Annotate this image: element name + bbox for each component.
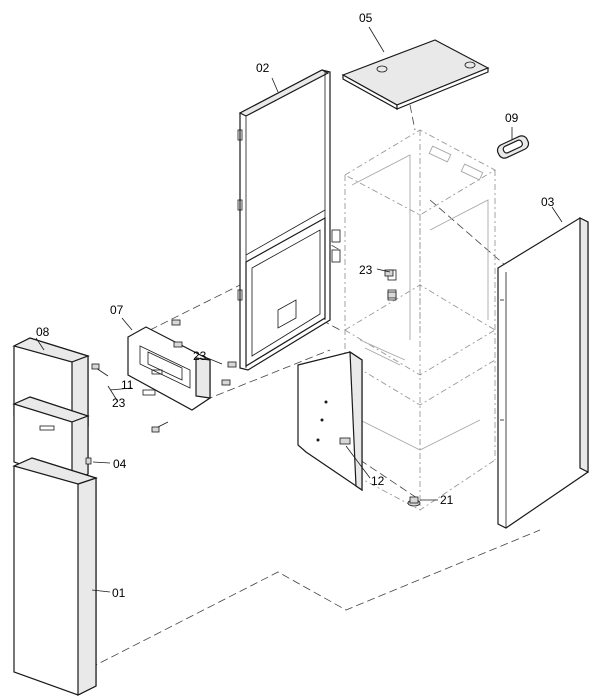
part-07-control-frame <box>127 326 211 411</box>
callout-labels: 02 05 09 03 23 07 08 23 11 23 04 12 21 0… <box>36 11 555 600</box>
logo-badge <box>39 425 55 431</box>
callout-12: 12 <box>371 474 385 488</box>
part-01-front-door <box>12 457 98 696</box>
callout-08: 08 <box>36 325 50 339</box>
callout-21: 21 <box>440 493 454 507</box>
part-12-lower-panel <box>297 350 363 492</box>
callout-07: 07 <box>110 303 124 317</box>
part-04-middle-front-panel <box>12 396 92 483</box>
callout-23-upper: 23 <box>359 263 373 277</box>
callout-04: 04 <box>113 457 127 471</box>
hole-icon <box>464 61 476 69</box>
callout-01: 01 <box>112 586 126 600</box>
callout-leaders <box>35 26 563 593</box>
part-02-rear-panel <box>237 69 331 371</box>
callout-02: 02 <box>256 61 270 75</box>
callout-09: 09 <box>505 111 519 125</box>
cabinet-frame <box>331 129 496 511</box>
callout-03: 03 <box>541 195 555 209</box>
callout-11: 11 <box>121 378 134 392</box>
callout-23-middle: 23 <box>193 349 207 363</box>
callout-23-lower: 23 <box>112 396 126 410</box>
part-09-handle <box>496 135 530 159</box>
part-03-side-panel <box>497 217 589 529</box>
callout-05: 05 <box>359 11 373 25</box>
part-21-foot <box>407 496 421 507</box>
bracket-lower <box>331 249 341 263</box>
bracket-upper <box>331 229 341 243</box>
part-05-top-cover <box>341 39 490 111</box>
screws-23 <box>91 269 397 433</box>
hole-icon <box>376 65 388 73</box>
